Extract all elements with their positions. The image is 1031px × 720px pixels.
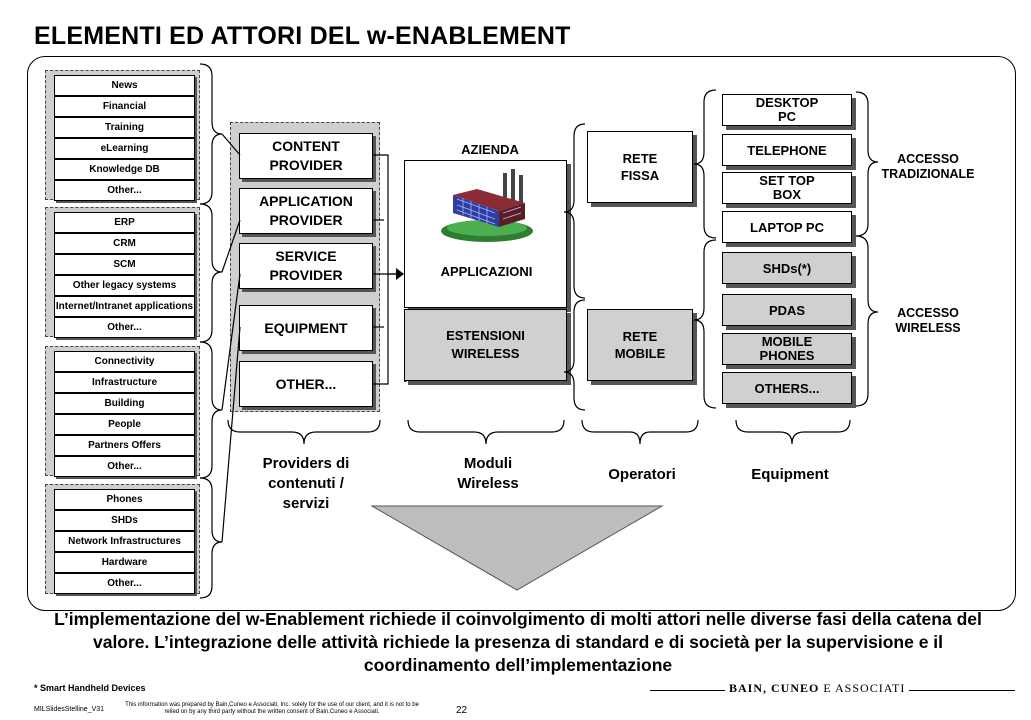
rete-mobile-box: RETE MOBILE bbox=[587, 309, 693, 381]
desktop-pc-box: DESKTOP PC bbox=[722, 94, 852, 126]
brand-strong: BAIN, CUNEO bbox=[729, 681, 820, 695]
group-item: Training bbox=[54, 117, 195, 138]
group-item: News bbox=[54, 75, 195, 96]
group-item: Knowledge DB bbox=[54, 159, 195, 180]
applicazioni-box: APPLICAZIONI bbox=[404, 160, 567, 308]
brand-logo: BAIN, CUNEO E ASSOCIATI bbox=[725, 681, 910, 696]
group-item: Building bbox=[54, 393, 195, 414]
provider-box: EQUIPMENT bbox=[239, 305, 373, 351]
provider-box: APPLICATION PROVIDER bbox=[239, 188, 373, 234]
estensioni-wireless-box: ESTENSIONI WIRELESS bbox=[404, 309, 567, 381]
group-item: Other... bbox=[54, 180, 195, 201]
provider-box: CONTENT PROVIDER bbox=[239, 133, 373, 179]
applicazioni-label: APPLICAZIONI bbox=[440, 264, 533, 279]
page-title: ELEMENTI ED ATTORI DEL w-ENABLEMENT bbox=[34, 22, 571, 50]
operatori-caption: Operatori bbox=[608, 466, 676, 483]
group-item: SCM bbox=[54, 254, 195, 275]
laptop-pc-box: LAPTOP PC bbox=[722, 211, 852, 243]
equipment-caption: Equipment bbox=[751, 466, 829, 483]
azienda-label: AZIENDA bbox=[461, 142, 519, 157]
shds-box: SHDs(*) bbox=[722, 252, 852, 284]
provider-box: SERVICE PROVIDER bbox=[239, 243, 373, 289]
group-item: CRM bbox=[54, 233, 195, 254]
factory-icon bbox=[441, 169, 533, 242]
accesso-wireless-label: ACCESSO WIRELESS bbox=[895, 306, 961, 335]
group-item: SHDs bbox=[54, 510, 195, 531]
rete-fissa-box: RETE FISSA bbox=[587, 131, 693, 203]
disclaimer: This information was prepared by Bain,Cu… bbox=[125, 702, 419, 715]
group-item: Internet/Intranet applications bbox=[54, 296, 195, 317]
group-item: Other... bbox=[54, 456, 195, 477]
group-item: Other... bbox=[54, 573, 195, 594]
group-item: Other legacy systems bbox=[54, 275, 195, 296]
slide-id: MILSlidesStelline_V31 bbox=[34, 706, 105, 713]
providers-column: CONTENT PROVIDER APPLICATION PROVIDER SERV… bbox=[230, 122, 380, 412]
providers-caption: Providers di contenuti / servizi bbox=[262, 455, 350, 512]
provider-box: OTHER... bbox=[239, 361, 373, 407]
conclusion-text: L’implementazione del w-Enablement richi… bbox=[54, 609, 982, 675]
group-item: Connectivity bbox=[54, 351, 195, 372]
set-top-box-box: SET TOP BOX bbox=[722, 172, 852, 204]
telephone-box: TELEPHONE bbox=[722, 134, 852, 166]
group-item: Financial bbox=[54, 96, 195, 117]
page-number: 22 bbox=[456, 705, 468, 716]
group-item: ERP bbox=[54, 212, 195, 233]
brand-rest: E ASSOCIATI bbox=[819, 681, 906, 695]
diagram-frame bbox=[27, 56, 1016, 611]
pdas-box: PDAS bbox=[722, 294, 852, 326]
moduli-caption: Moduli Wireless bbox=[457, 455, 519, 492]
group-item: eLearning bbox=[54, 138, 195, 159]
accesso-tradizionale-label: ACCESSO TRADIZIONALE bbox=[881, 152, 975, 181]
group-item: People bbox=[54, 414, 195, 435]
group-item: Phones bbox=[54, 489, 195, 510]
group-item: Hardware bbox=[54, 552, 195, 573]
group-item: Partners Offers bbox=[54, 435, 195, 456]
group-item: Network Infrastructures bbox=[54, 531, 195, 552]
others-equipment-box: OTHERS... bbox=[722, 372, 852, 404]
group-item: Infrastructure bbox=[54, 372, 195, 393]
group-item: Other... bbox=[54, 317, 195, 338]
mobile-phones-box: MOBILE PHONES bbox=[722, 333, 852, 365]
footnote: * Smart Handheld Devices bbox=[34, 683, 146, 693]
